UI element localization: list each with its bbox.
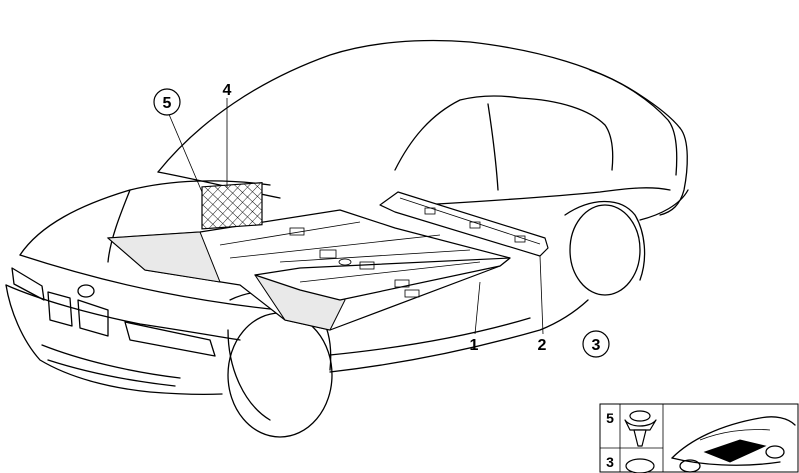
cap-icon <box>625 458 655 473</box>
inset-panel: 5 3 <box>599 403 799 473</box>
inset-label-5: 5 <box>606 410 614 426</box>
callout-3-circle <box>582 330 610 358</box>
inset-label-3: 3 <box>606 454 614 470</box>
callout-2: 2 <box>538 337 547 354</box>
car-location-thumbnail <box>671 416 796 473</box>
callout-1: 1 <box>470 337 479 354</box>
leader-lines <box>167 98 544 335</box>
clip-icon <box>624 410 657 447</box>
car-body <box>5 39 689 438</box>
luggage-net-part <box>201 182 263 230</box>
callout-4: 4 <box>223 82 232 99</box>
floor-panel-part <box>106 209 511 331</box>
rear-crossmember-part <box>379 191 549 257</box>
callout-5-circle <box>153 88 181 116</box>
callout-5: 5 <box>163 95 172 112</box>
callout-3: 3 <box>592 337 601 354</box>
